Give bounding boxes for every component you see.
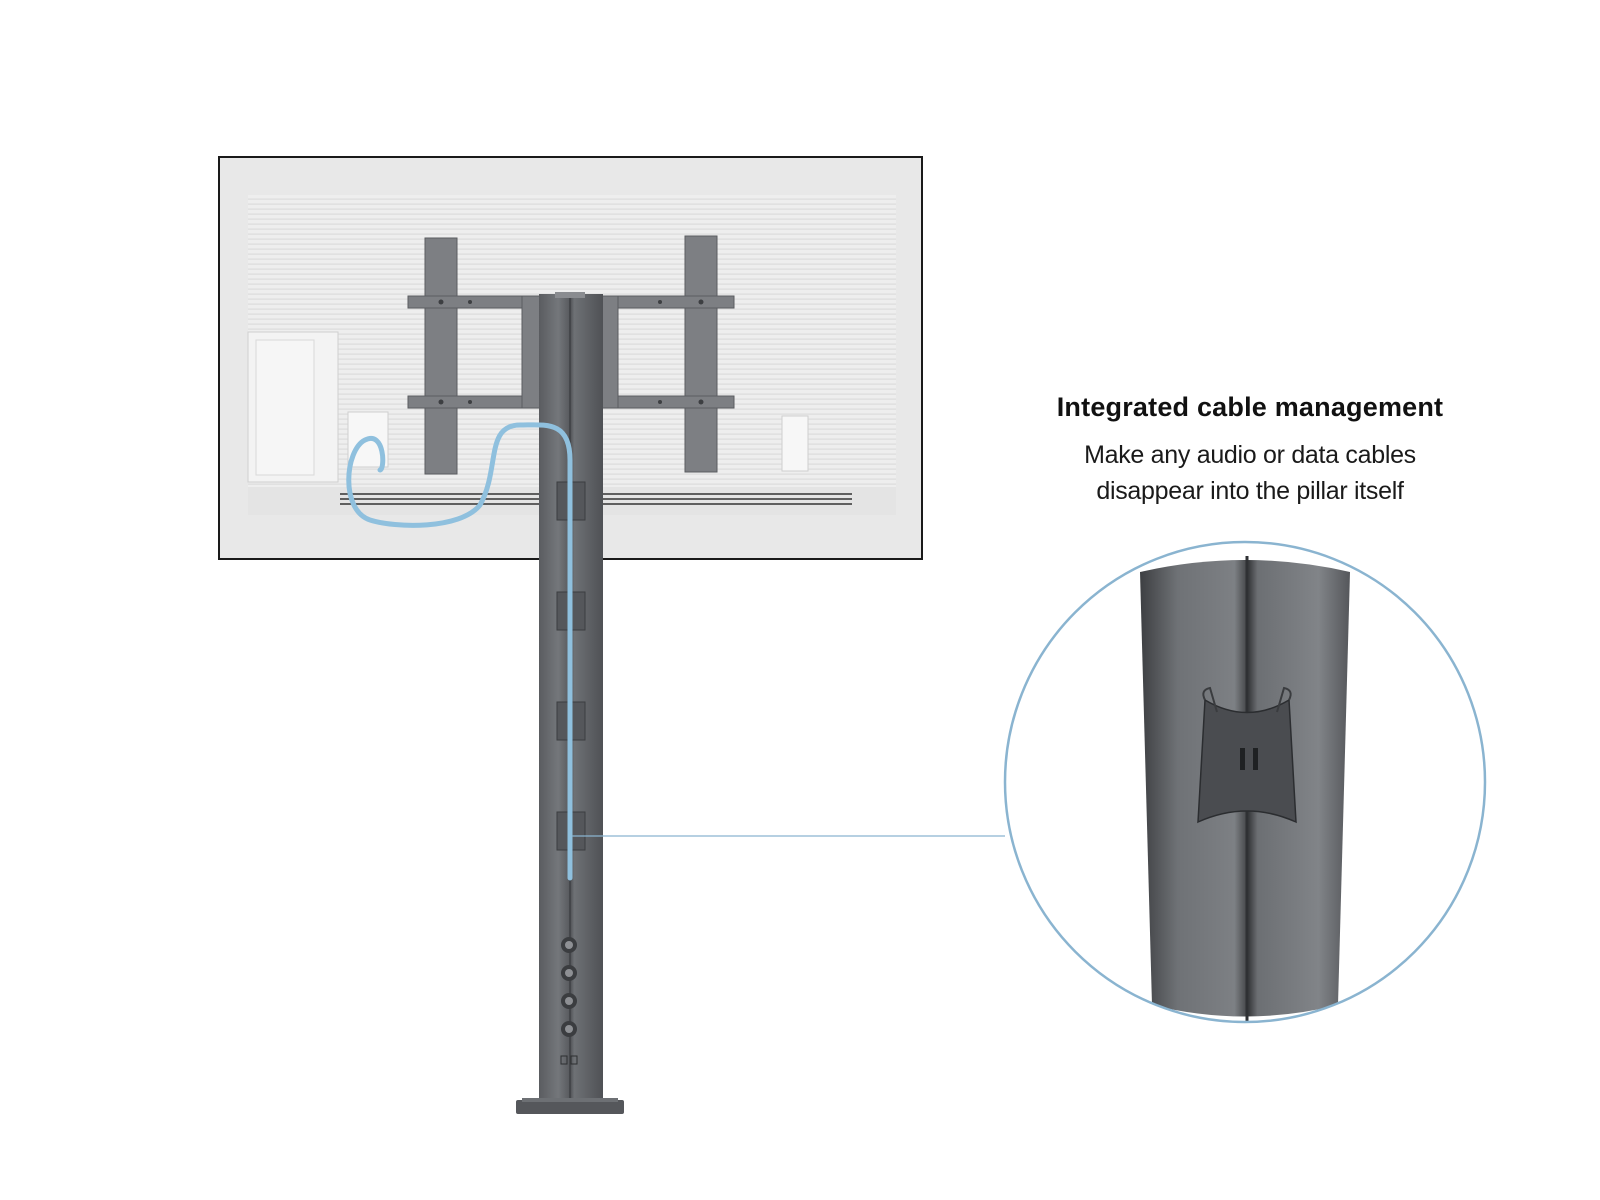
feature-title: Integrated cable management — [1056, 392, 1444, 422]
description-line-2: disappear into the pillar itself — [1096, 477, 1404, 505]
callout-magnifier — [1003, 540, 1487, 1024]
description-line-1: Make any audio or data cables — [1084, 441, 1416, 469]
power-socket — [560, 937, 578, 1065]
feature-caption: Integrated cable management Make any aud… — [1030, 392, 1470, 509]
feature-description: Make any audio or data cables disappear … — [1030, 437, 1470, 509]
mount-bracket — [407, 235, 735, 475]
cable — [346, 422, 573, 881]
